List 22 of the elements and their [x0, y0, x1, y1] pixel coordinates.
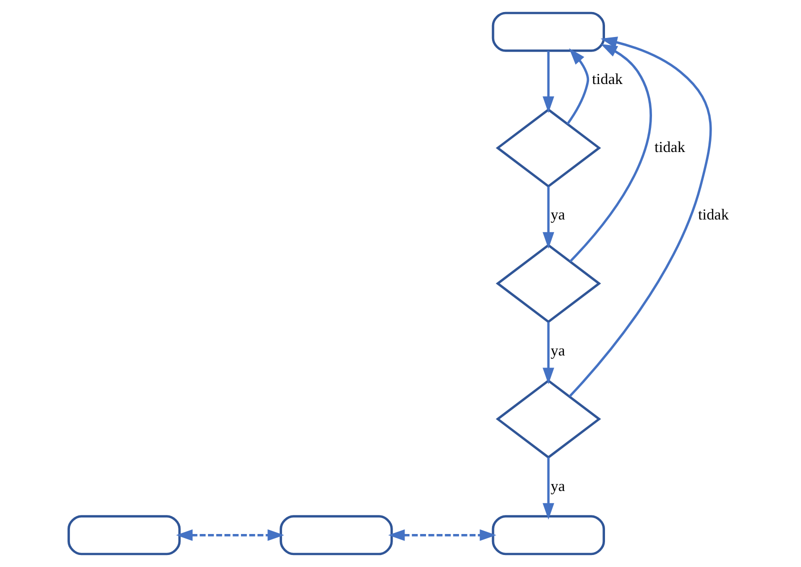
node-diamond	[496, 379, 602, 459]
node-box	[68, 515, 181, 556]
node-diamond	[496, 244, 602, 324]
edge-label: tidak	[654, 138, 686, 156]
edge-label: ya	[550, 342, 566, 360]
arrow	[388, 529, 496, 541]
arrow	[542, 186, 554, 249]
arrow	[542, 457, 554, 520]
node-box	[492, 515, 605, 556]
arrow	[566, 48, 590, 125]
arrow	[569, 44, 652, 262]
edge-label: tidak	[592, 71, 623, 88]
arrow	[568, 36, 712, 398]
arrow	[176, 529, 284, 541]
node-box	[280, 515, 393, 556]
edge-label: ya	[550, 478, 566, 495]
edge-label: tidak	[698, 206, 729, 224]
arrow	[542, 322, 554, 384]
arrow	[542, 50, 554, 113]
edge-label: ya	[550, 206, 566, 224]
node-box	[492, 12, 605, 52]
node-diamond	[496, 108, 602, 188]
